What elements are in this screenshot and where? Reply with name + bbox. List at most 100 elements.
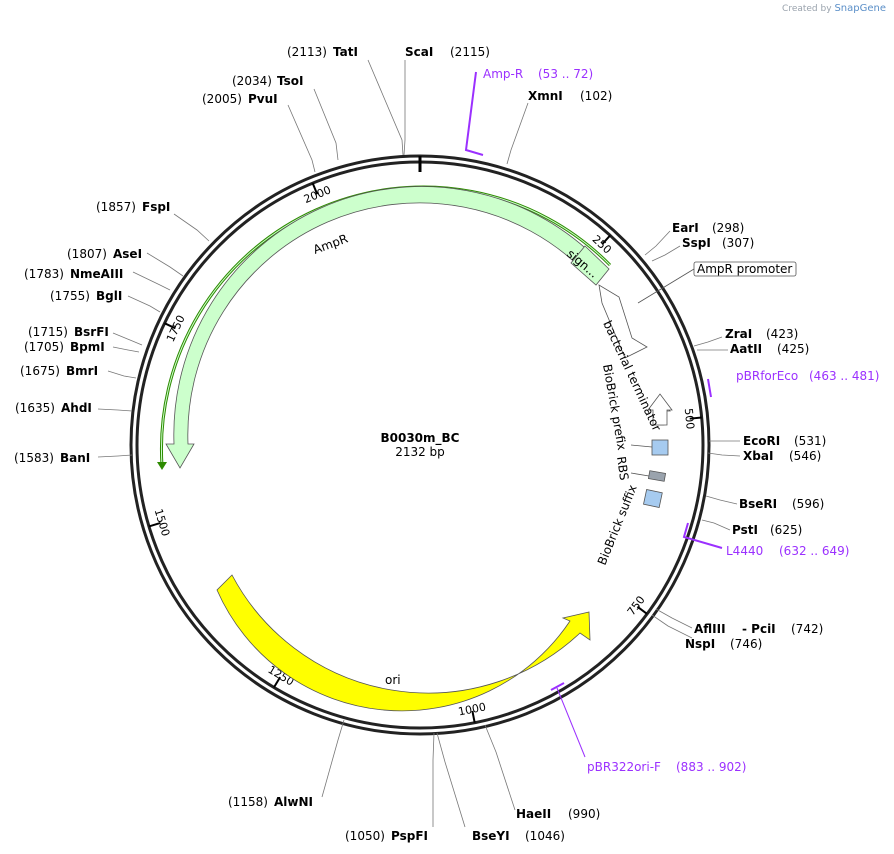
rbs-feature[interactable] (647, 470, 667, 482)
site-xbai-pos: (546) (789, 449, 821, 463)
primer-pbr322ori-f[interactable]: pBR322ori-F (883 .. 902) (587, 760, 746, 774)
tick-mark-2000 (311, 182, 319, 195)
tick-mark-1250 (273, 676, 281, 688)
site-xbai[interactable]: XbaI (546) (743, 449, 821, 463)
primer-pbr322ori-f-mark[interactable] (550, 682, 565, 691)
site-bpmi-pos: (1705) (24, 340, 64, 354)
site-scai-pos: (2115) (450, 45, 490, 59)
site-ecori-pos: (531) (794, 434, 826, 448)
enzyme-labels: (2113) TatI ScaI (2115) (2034) TsoI (200… (14, 45, 826, 843)
site-eari-name: EarI (672, 221, 699, 235)
snapgene-credit: Created by SnapGene (782, 3, 886, 14)
tick-mark-1500 (148, 521, 161, 528)
site-bgli[interactable]: (1755) BglI (50, 289, 122, 303)
ampr-feature-arrow[interactable] (165, 186, 597, 469)
site-nmeaiii-pos: (1783) (24, 267, 64, 281)
site-ahdi-name: AhdI (61, 401, 92, 415)
site-afliii-pcii[interactable]: AflIII - PciI (742) (694, 622, 823, 636)
biobrick-suffix-feature[interactable] (643, 489, 663, 508)
site-bani[interactable]: (1583) BanI (14, 451, 90, 465)
site-ecori-name: EcoRI (743, 434, 780, 448)
primer-amp-r[interactable]: Amp-R (53 .. 72) (483, 67, 593, 81)
site-xmni-pos: (102) (580, 89, 612, 103)
site-psti-name: PstI (732, 523, 758, 537)
site-xbai-name: XbaI (743, 449, 773, 463)
site-pspfi-name: PspFI (391, 829, 428, 843)
terminator-arrow-outline (647, 393, 673, 426)
site-bani-name: BanI (60, 451, 90, 465)
primer-l4440[interactable]: L4440 (632 .. 649) (726, 544, 849, 558)
primer-pbr322ori-f-leader (556, 687, 586, 758)
biobrick-suffix-label: BioBrick suffix (595, 483, 640, 567)
ampr-label: AmpR (311, 231, 349, 256)
tick-mark-500 (689, 416, 702, 420)
site-sspi[interactable]: SspI (307) (682, 236, 754, 250)
primer-pbrforeco-mark[interactable] (707, 378, 712, 398)
site-alwni[interactable]: (1158) AlwNI (228, 795, 313, 809)
prefix-leader (630, 444, 653, 448)
site-pvui-pos: (2005) (202, 92, 242, 106)
site-fspi[interactable]: (1857) FspI (96, 200, 170, 214)
site-psti[interactable]: PstI (625) (732, 523, 802, 537)
site-bsrfi-name: BsrFI (74, 325, 109, 339)
tick-mark-750 (636, 605, 648, 615)
site-sspi-name: SspI (682, 236, 711, 250)
snapgene-logo-text: SnapGene (834, 3, 886, 14)
site-nspi[interactable]: NspI (746) (685, 637, 762, 651)
site-bseyi-pos: (1046) (525, 829, 565, 843)
tick-label-500: 500 (682, 408, 697, 430)
site-asei-name: AseI (113, 247, 142, 261)
site-eari[interactable]: EarI (298) (672, 221, 744, 235)
site-fspi-pos: (1857) (96, 200, 136, 214)
site-scai[interactable]: ScaI (2115) (405, 45, 490, 59)
tick-mark-250 (601, 234, 611, 245)
site-bmri[interactable]: (1675) BmrI (20, 364, 98, 378)
site-tsoi[interactable]: (2034) TsoI (232, 74, 303, 88)
site-haeii[interactable]: HaeII (990) (516, 807, 600, 821)
ampr-promoter-leader (637, 268, 695, 304)
site-pcii-name: - PciI (742, 622, 776, 636)
site-pvui[interactable]: (2005) PvuI (202, 92, 278, 106)
rbs-label: RBS (614, 455, 631, 481)
rbs-leader (630, 472, 650, 477)
site-aatii-name: AatII (730, 342, 762, 356)
site-pspfi[interactable]: (1050) PspFI (345, 829, 428, 843)
site-bgli-pos: (1755) (50, 289, 90, 303)
site-aatii-pos: (425) (777, 342, 809, 356)
site-zrai[interactable]: ZraI (423) (725, 327, 798, 341)
primer-pbrforeco-range: (463 .. 481) (809, 369, 879, 383)
ampr-promoter-arrow[interactable] (598, 284, 648, 359)
site-xmni[interactable]: XmnI (102) (528, 89, 612, 103)
site-bseyi[interactable]: BseYI (1046) (472, 829, 565, 843)
site-nmeaiii[interactable]: (1783) NmeAIII (24, 267, 123, 281)
site-alwni-name: AlwNI (274, 795, 313, 809)
primer-pbrforeco-name: pBRforEco (736, 369, 798, 383)
site-tati[interactable]: (2113) TatI (287, 45, 358, 59)
ori-label: ori (385, 673, 401, 687)
enzyme-leaders (97, 59, 741, 828)
biobrick-prefix-feature[interactable] (651, 439, 669, 456)
primer-pbrforeco[interactable]: pBRforEco (463 .. 481) (736, 369, 879, 383)
site-asei[interactable]: (1807) AseI (67, 247, 142, 261)
site-nspi-pos: (746) (730, 637, 762, 651)
site-bpmi[interactable]: (1705) BpmI (24, 340, 105, 354)
ori-feature-arrow[interactable] (216, 574, 591, 712)
plasmid-name: B0030m_BC (380, 431, 459, 446)
site-ecori[interactable]: EcoRI (531) (743, 434, 826, 448)
primer-amp-r-mark[interactable] (464, 71, 484, 156)
signal-sequence-feature[interactable] (570, 245, 610, 286)
site-psti-pos: (625) (770, 523, 802, 537)
site-haeii-name: HaeII (516, 807, 551, 821)
site-bseyi-name: BseYI (472, 829, 510, 843)
site-bsrfi[interactable]: (1715) BsrFI (28, 325, 109, 339)
tick-label-750: 750 (625, 593, 648, 618)
site-asei-pos: (1807) (67, 247, 107, 261)
site-aatii[interactable]: AatII (425) (730, 342, 809, 356)
site-tsoi-pos: (2034) (232, 74, 272, 88)
site-tati-pos: (2113) (287, 45, 327, 59)
site-ahdi-pos: (1635) (15, 401, 55, 415)
site-bseri[interactable]: BseRI (596) (739, 497, 824, 511)
primer-amp-r-name: Amp-R (483, 67, 523, 81)
primer-l4440-mark[interactable] (682, 522, 723, 549)
site-ahdi[interactable]: (1635) AhdI (15, 401, 92, 415)
